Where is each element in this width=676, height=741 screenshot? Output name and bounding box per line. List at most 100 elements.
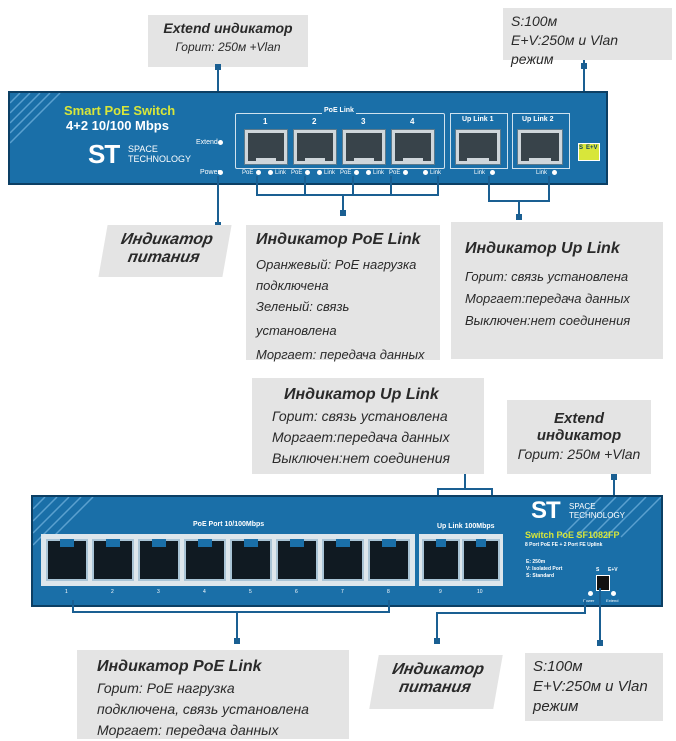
uplink-port-1[interactable] bbox=[455, 129, 501, 165]
bottom-spec-1: E: 250m bbox=[526, 559, 546, 565]
bottom-power-led bbox=[588, 591, 593, 596]
bottom-poe-port-3[interactable] bbox=[138, 539, 180, 581]
led-poe-1 bbox=[256, 170, 261, 175]
bottom-uplink-port-9[interactable] bbox=[422, 539, 460, 581]
uplink-bottom-line-2: Моргает:передача данных bbox=[272, 429, 450, 445]
mode-bottom-line-3: режим bbox=[533, 698, 579, 715]
mode-switch[interactable] bbox=[578, 143, 600, 161]
led-label-poe-3: PoE bbox=[340, 170, 352, 176]
uplink-bottom-line-1: Горит: связь установлена bbox=[272, 408, 448, 424]
bottom-poe-port-7[interactable] bbox=[322, 539, 364, 581]
bottom-poe-port-8[interactable] bbox=[368, 539, 410, 581]
poe-link-line-4: Моргает: передача данных bbox=[256, 347, 425, 362]
led-label-poe-1: PoE bbox=[242, 170, 254, 176]
brand-subtitle: 4+2 10/100 Mbps bbox=[66, 118, 169, 133]
poe-bottom-bracket-h bbox=[72, 611, 390, 613]
extend-label: Extend bbox=[196, 139, 218, 146]
power-callout-bottom: Индикатор питания bbox=[369, 655, 503, 709]
poe-port-2[interactable] bbox=[293, 129, 337, 165]
poe-port-4[interactable] bbox=[391, 129, 435, 165]
power-label: Power bbox=[200, 169, 220, 176]
uplink-callout-title: Индикатор Up Link bbox=[465, 240, 620, 257]
bottom-uplink-port-10[interactable] bbox=[462, 539, 500, 581]
poe-bottom-bracket-v2 bbox=[388, 600, 390, 613]
mode-bottom-line-2: E+V:250м и Vlan bbox=[533, 678, 648, 695]
panel-stripes-left bbox=[10, 93, 61, 144]
bottom-logo-text-2: TECHNOLOGY bbox=[569, 511, 626, 520]
bottom-poe-port-2[interactable] bbox=[92, 539, 134, 581]
power-bottom-v2 bbox=[584, 600, 586, 614]
bottom-spec-2: V: Isolated Port bbox=[526, 566, 563, 572]
bottom-mode-switch[interactable] bbox=[596, 575, 610, 591]
power-callout-top: Индикатор питания bbox=[98, 225, 232, 277]
led-link-3 bbox=[366, 170, 371, 175]
logo-letters: ST bbox=[88, 139, 120, 169]
poe-bottom-end bbox=[234, 638, 240, 644]
led-label-poe-2: PoE bbox=[291, 170, 303, 176]
bottom-port-num-8: 8 bbox=[387, 589, 390, 595]
led-label-poe-4: PoE bbox=[389, 170, 401, 176]
uplink-bottom-line-3: Выключен:нет соединения bbox=[272, 450, 450, 466]
extend-callout-top: Extend индикатор Горит: 250м +Vlan bbox=[148, 15, 308, 67]
extend-led bbox=[218, 140, 223, 145]
bottom-power-label: Power bbox=[583, 598, 595, 603]
power-bottom-line-1: Индикатор bbox=[390, 661, 486, 678]
poe-bracket-v5 bbox=[437, 176, 439, 196]
poe-link-callout-title: Индикатор PoE Link bbox=[256, 231, 421, 248]
extend-callout-bottom: Extend индикатор Горит: 250м +Vlan bbox=[507, 400, 651, 474]
port-number-1: 1 bbox=[263, 117, 268, 126]
poe-link-line-1: Оранжевый: PoE нагрузка bbox=[256, 257, 417, 272]
extend-bottom-end bbox=[611, 474, 617, 480]
uplink2-frame bbox=[512, 113, 570, 169]
bottom-poe-port-5[interactable] bbox=[230, 539, 272, 581]
extend-bottom-title-1: Extend bbox=[553, 410, 604, 427]
bottom-port-num-4: 4 bbox=[203, 589, 206, 595]
bottom-port-num-5: 5 bbox=[249, 589, 252, 595]
poe-link-callout-bottom: Индикатор PoE Link Горит: PoE нагрузка п… bbox=[77, 650, 349, 739]
bottom-spec-3: S: Standard bbox=[526, 573, 555, 579]
logo-text-1: SPACE bbox=[128, 144, 158, 154]
uplink1-label: Up Link 1 bbox=[462, 116, 494, 123]
uplink-bracket-v1 bbox=[488, 176, 490, 202]
power-led bbox=[218, 170, 223, 175]
extend-bottom-line: Горит: 250м +Vlan bbox=[517, 446, 641, 462]
poe-port-1[interactable] bbox=[244, 129, 288, 165]
uplink-bracket-v2 bbox=[548, 176, 550, 202]
power-connector-top bbox=[217, 176, 219, 226]
poe-port-3[interactable] bbox=[342, 129, 386, 165]
bottom-switch-panel: PoE Port 10/100Mbps Up Link 100Mbps 1 2 … bbox=[31, 495, 663, 607]
bottom-poe-port-6[interactable] bbox=[276, 539, 318, 581]
uplink2-label: Up Link 2 bbox=[522, 116, 554, 123]
extend-callout-title: Extend индикатор bbox=[163, 20, 293, 36]
led-label-link-4: Link bbox=[430, 170, 442, 176]
led-poe-4 bbox=[403, 170, 408, 175]
uplink2-led-label: Link bbox=[536, 170, 548, 176]
poe-link-line-2: подключена bbox=[256, 278, 329, 293]
led-poe-2 bbox=[305, 170, 310, 175]
uplink2-led bbox=[552, 170, 557, 175]
power-bottom-v bbox=[436, 612, 438, 642]
uplink-bottom-title: Индикатор Up Link bbox=[284, 386, 439, 403]
bottom-port-num-6: 6 bbox=[295, 589, 298, 595]
power-callout-line-1: Индикатор bbox=[119, 231, 215, 248]
bottom-extend-label: Extend bbox=[606, 598, 619, 603]
bottom-port-num-2: 2 bbox=[111, 589, 114, 595]
bottom-port-num-7: 7 bbox=[341, 589, 344, 595]
uplink-connector-end bbox=[516, 214, 522, 220]
uplink-callout-bottom: Индикатор Up Link Горит: связь установле… bbox=[252, 378, 484, 474]
poe-link-callout-top: Индикатор PoE Link Оранжевый: PoE нагруз… bbox=[246, 225, 440, 362]
bottom-extend-led bbox=[611, 591, 616, 596]
port-number-3: 3 bbox=[361, 117, 366, 126]
port-number-2: 2 bbox=[312, 117, 317, 126]
led-link-1 bbox=[268, 170, 273, 175]
mode-callout-bottom: S:100м E+V:250м и Vlan режим bbox=[525, 653, 663, 721]
extend-callout-line: Горит: 250м +Vlan bbox=[175, 40, 281, 54]
bottom-poe-port-4[interactable] bbox=[184, 539, 226, 581]
uplink-line-3: Выключен:нет соединения bbox=[465, 313, 631, 328]
poe-bracket-v1 bbox=[256, 176, 258, 196]
bottom-logo-text-1: SPACE bbox=[569, 502, 596, 511]
uplink-line-2: Моргает:передача данных bbox=[465, 291, 630, 306]
uplink-port-2[interactable] bbox=[517, 129, 563, 165]
logo-text-2: TECHNOLOGY bbox=[128, 154, 192, 164]
bottom-poe-port-1[interactable] bbox=[46, 539, 88, 581]
